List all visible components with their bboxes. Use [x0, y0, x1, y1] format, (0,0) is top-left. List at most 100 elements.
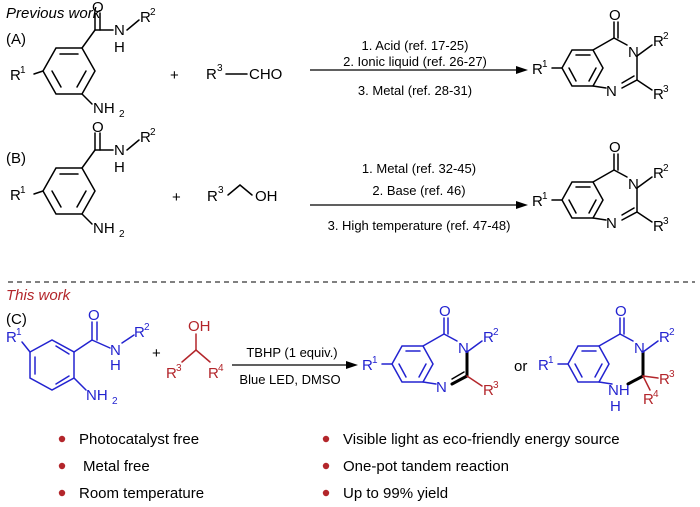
- atom-n: N: [114, 142, 125, 159]
- superscript: 2: [669, 327, 675, 338]
- this-work-heading: This work: [6, 287, 72, 304]
- panel-a-label: (A): [6, 31, 26, 48]
- atom-h: H: [114, 159, 125, 176]
- atom-h: H: [110, 357, 121, 374]
- atom-r: R: [653, 165, 664, 182]
- atom-n: N: [436, 379, 447, 396]
- superscript: 2: [663, 163, 669, 174]
- plus-sign: +: [172, 189, 181, 206]
- feature-item: Metal free: [83, 458, 150, 475]
- atom-r: R: [483, 382, 494, 399]
- atom-r: R: [206, 66, 217, 83]
- condition-text: 3. Metal (ref. 28-31): [358, 83, 472, 98]
- atom-cho: CHO: [249, 66, 282, 83]
- atom-r: R: [653, 86, 664, 103]
- superscript: 2: [663, 31, 669, 42]
- panel-b-aminobenzamide: [33, 132, 140, 225]
- arrow-head: [516, 201, 528, 209]
- atom-o: O: [92, 119, 104, 136]
- atom-nh2: NH: [93, 220, 115, 237]
- superscript: 2: [493, 327, 499, 338]
- atom-n: N: [634, 340, 645, 357]
- superscript: 3: [493, 380, 499, 391]
- atom-n: N: [606, 83, 617, 100]
- feature-item: Room temperature: [79, 485, 204, 502]
- atom-r: R: [10, 67, 21, 84]
- atom-o: O: [609, 7, 621, 24]
- atom-r: R: [134, 324, 145, 341]
- superscript: 4: [218, 363, 224, 374]
- arrow-head: [516, 66, 528, 74]
- panel-c-aminobenzamide: [21, 321, 135, 391]
- atom-r: R: [532, 193, 543, 210]
- panel-a-aminobenzamide: [33, 12, 140, 105]
- condition-text: 1. Acid (ref. 17-25): [362, 38, 469, 53]
- atom-n: N: [628, 44, 639, 61]
- panel-c-dihydroquinazolinone: [557, 317, 659, 391]
- atom-n: N: [458, 340, 469, 357]
- atom-nh2: NH: [93, 100, 115, 117]
- superscript: 1: [16, 327, 22, 338]
- superscript: 3: [663, 84, 669, 95]
- feature-list-left: Photocatalyst free Metal free Room tempe…: [58, 431, 204, 502]
- superscript: 3: [218, 185, 224, 196]
- atom-r: R: [483, 329, 494, 346]
- superscript: 3: [217, 63, 223, 74]
- atom-o: O: [439, 303, 451, 320]
- atom-o: O: [88, 307, 100, 324]
- condition-text: 1. Metal (ref. 32-45): [362, 161, 476, 176]
- atom-o: O: [92, 0, 104, 16]
- bullet-icon: [322, 489, 330, 497]
- superscript: 3: [176, 363, 182, 374]
- panel-a-quinazolinone: [551, 21, 653, 91]
- atom-n: N: [110, 342, 121, 359]
- bullet-icon: [58, 435, 66, 443]
- bond: [227, 184, 253, 196]
- atom-r: R: [166, 365, 177, 382]
- atom-r: R: [10, 187, 21, 204]
- atom-o: O: [609, 139, 621, 156]
- atom-r: R: [207, 188, 218, 205]
- atom-n: N: [606, 215, 617, 232]
- bullet-icon: [322, 462, 330, 470]
- condition-text: 2. Ionic liquid (ref. 26-27): [343, 54, 487, 69]
- atom-o: O: [615, 303, 627, 320]
- superscript: 1: [20, 185, 26, 196]
- atom-r: R: [140, 129, 151, 146]
- panel-b-label: (B): [6, 150, 26, 167]
- atom-nh2: NH: [86, 387, 108, 404]
- panel-c-alcohol: [181, 333, 211, 363]
- arrow-head: [346, 361, 358, 369]
- superscript: 4: [653, 389, 659, 400]
- condition-text: TBHP (1 equiv.): [246, 345, 337, 360]
- panel-b-quinazolinone: [551, 153, 653, 223]
- feature-list-right: Visible light as eco-friendly energy sou…: [322, 431, 620, 502]
- atom-r: R: [659, 371, 670, 388]
- condition-text: 2. Base (ref. 46): [372, 183, 465, 198]
- superscript: 1: [542, 191, 548, 202]
- atom-r: R: [653, 218, 664, 235]
- atom-r: R: [208, 365, 219, 382]
- atom-r: R: [6, 329, 17, 346]
- bullet-icon: [58, 462, 66, 470]
- atom-h: H: [114, 39, 125, 56]
- panel-c-label: (C): [6, 311, 27, 328]
- subscript: 2: [112, 396, 118, 407]
- subscript: 2: [119, 229, 125, 240]
- superscript: 2: [150, 127, 156, 138]
- superscript: 1: [20, 65, 26, 76]
- superscript: 1: [548, 355, 554, 366]
- atom-r: R: [659, 329, 670, 346]
- atom-nh: NH: [608, 382, 630, 399]
- feature-item: One-pot tandem reaction: [343, 458, 509, 475]
- atom-r: R: [538, 357, 549, 374]
- bullet-icon: [58, 489, 66, 497]
- atom-r: R: [653, 33, 664, 50]
- feature-item: Visible light as eco-friendly energy sou…: [343, 431, 620, 448]
- superscript: 3: [663, 216, 669, 227]
- feature-item: Photocatalyst free: [79, 431, 199, 448]
- plus-sign: +: [170, 67, 179, 84]
- condition-text: 3. High temperature (ref. 47-48): [328, 218, 511, 233]
